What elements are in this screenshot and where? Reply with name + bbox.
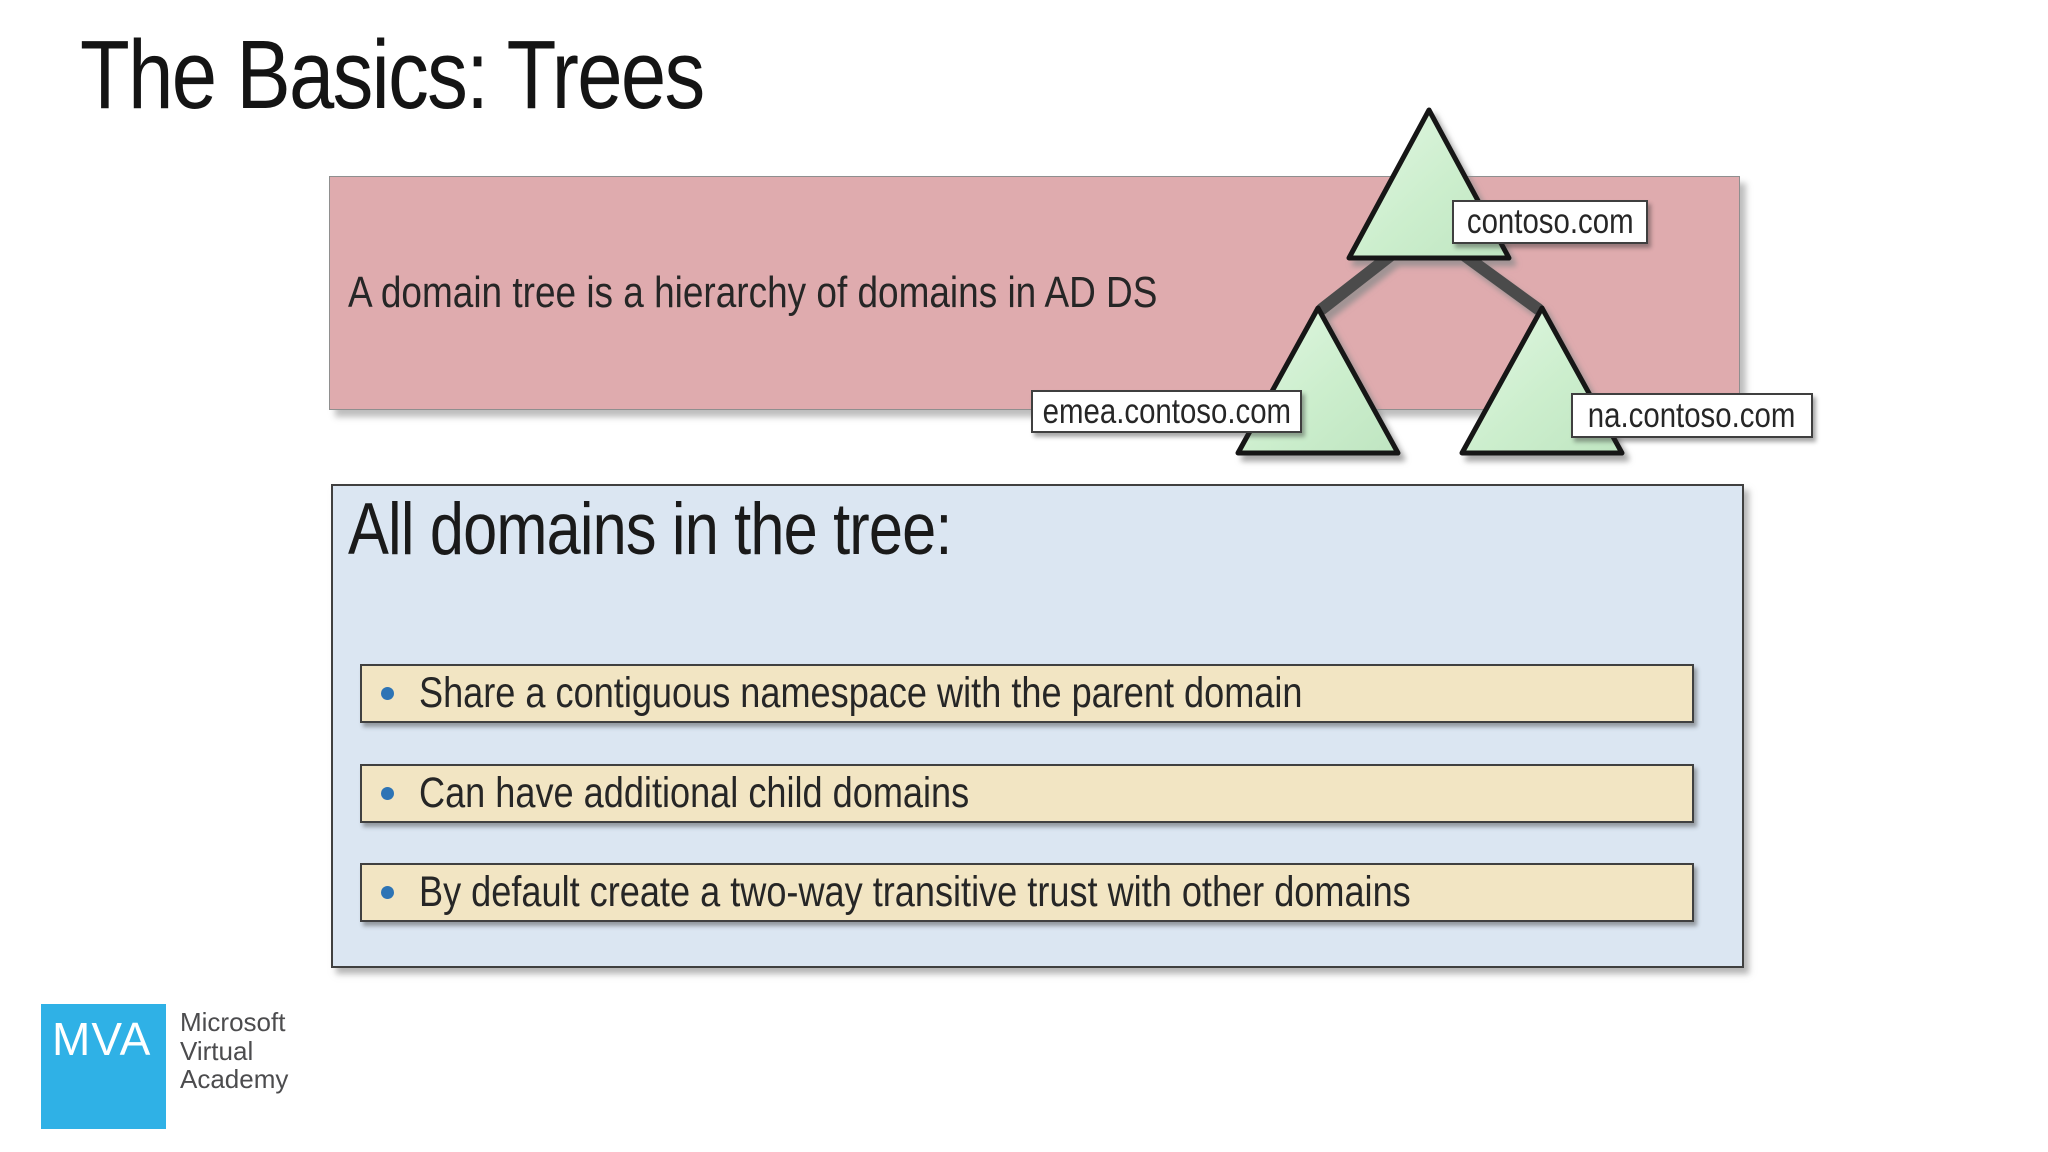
mva-logo: MVA (41, 1004, 166, 1129)
brand-wordmark: Microsoft Virtual Academy (180, 1008, 288, 1094)
left-child-domain-label-text: emea.contoso.com (1042, 391, 1291, 431)
page-title: The Basics: Trees (80, 20, 822, 129)
brand-line: Microsoft (180, 1007, 286, 1037)
brand-line: Academy (180, 1064, 289, 1094)
bullet-text: By default create a two-way transitive t… (419, 868, 1411, 916)
root-domain-label-text: contoso.com (1466, 202, 1634, 241)
bullet-row: By default create a two-way transitive t… (360, 863, 1694, 922)
domains-box-heading: All domains in the tree: (348, 489, 1067, 570)
mva-logo-text: MVA (52, 1013, 152, 1065)
left-child-domain-label: emea.contoso.com (1031, 390, 1302, 433)
right-child-domain-label-text: na.contoso.com (1588, 395, 1796, 435)
bullet-text: Can have additional child domains (419, 769, 970, 817)
page-title-text: The Basics: Trees (80, 20, 705, 129)
domains-box-heading-text: All domains in the tree: (348, 489, 952, 570)
root-domain-label: contoso.com (1452, 200, 1648, 244)
bullet-row: Can have additional child domains (360, 764, 1694, 823)
brand-line: Virtual (180, 1035, 254, 1066)
bullet-icon (381, 687, 394, 700)
right-child-domain-label: na.contoso.com (1571, 393, 1813, 438)
definition-text: A domain tree is a hierarchy of domains … (348, 268, 1158, 317)
bullet-text: Share a contiguous namespace with the pa… (419, 669, 1303, 717)
bullet-icon (381, 886, 394, 899)
domains-box: All domains in the tree: Share a contigu… (331, 484, 1744, 968)
bullet-icon (381, 787, 394, 800)
bullet-row: Share a contiguous namespace with the pa… (360, 664, 1694, 723)
